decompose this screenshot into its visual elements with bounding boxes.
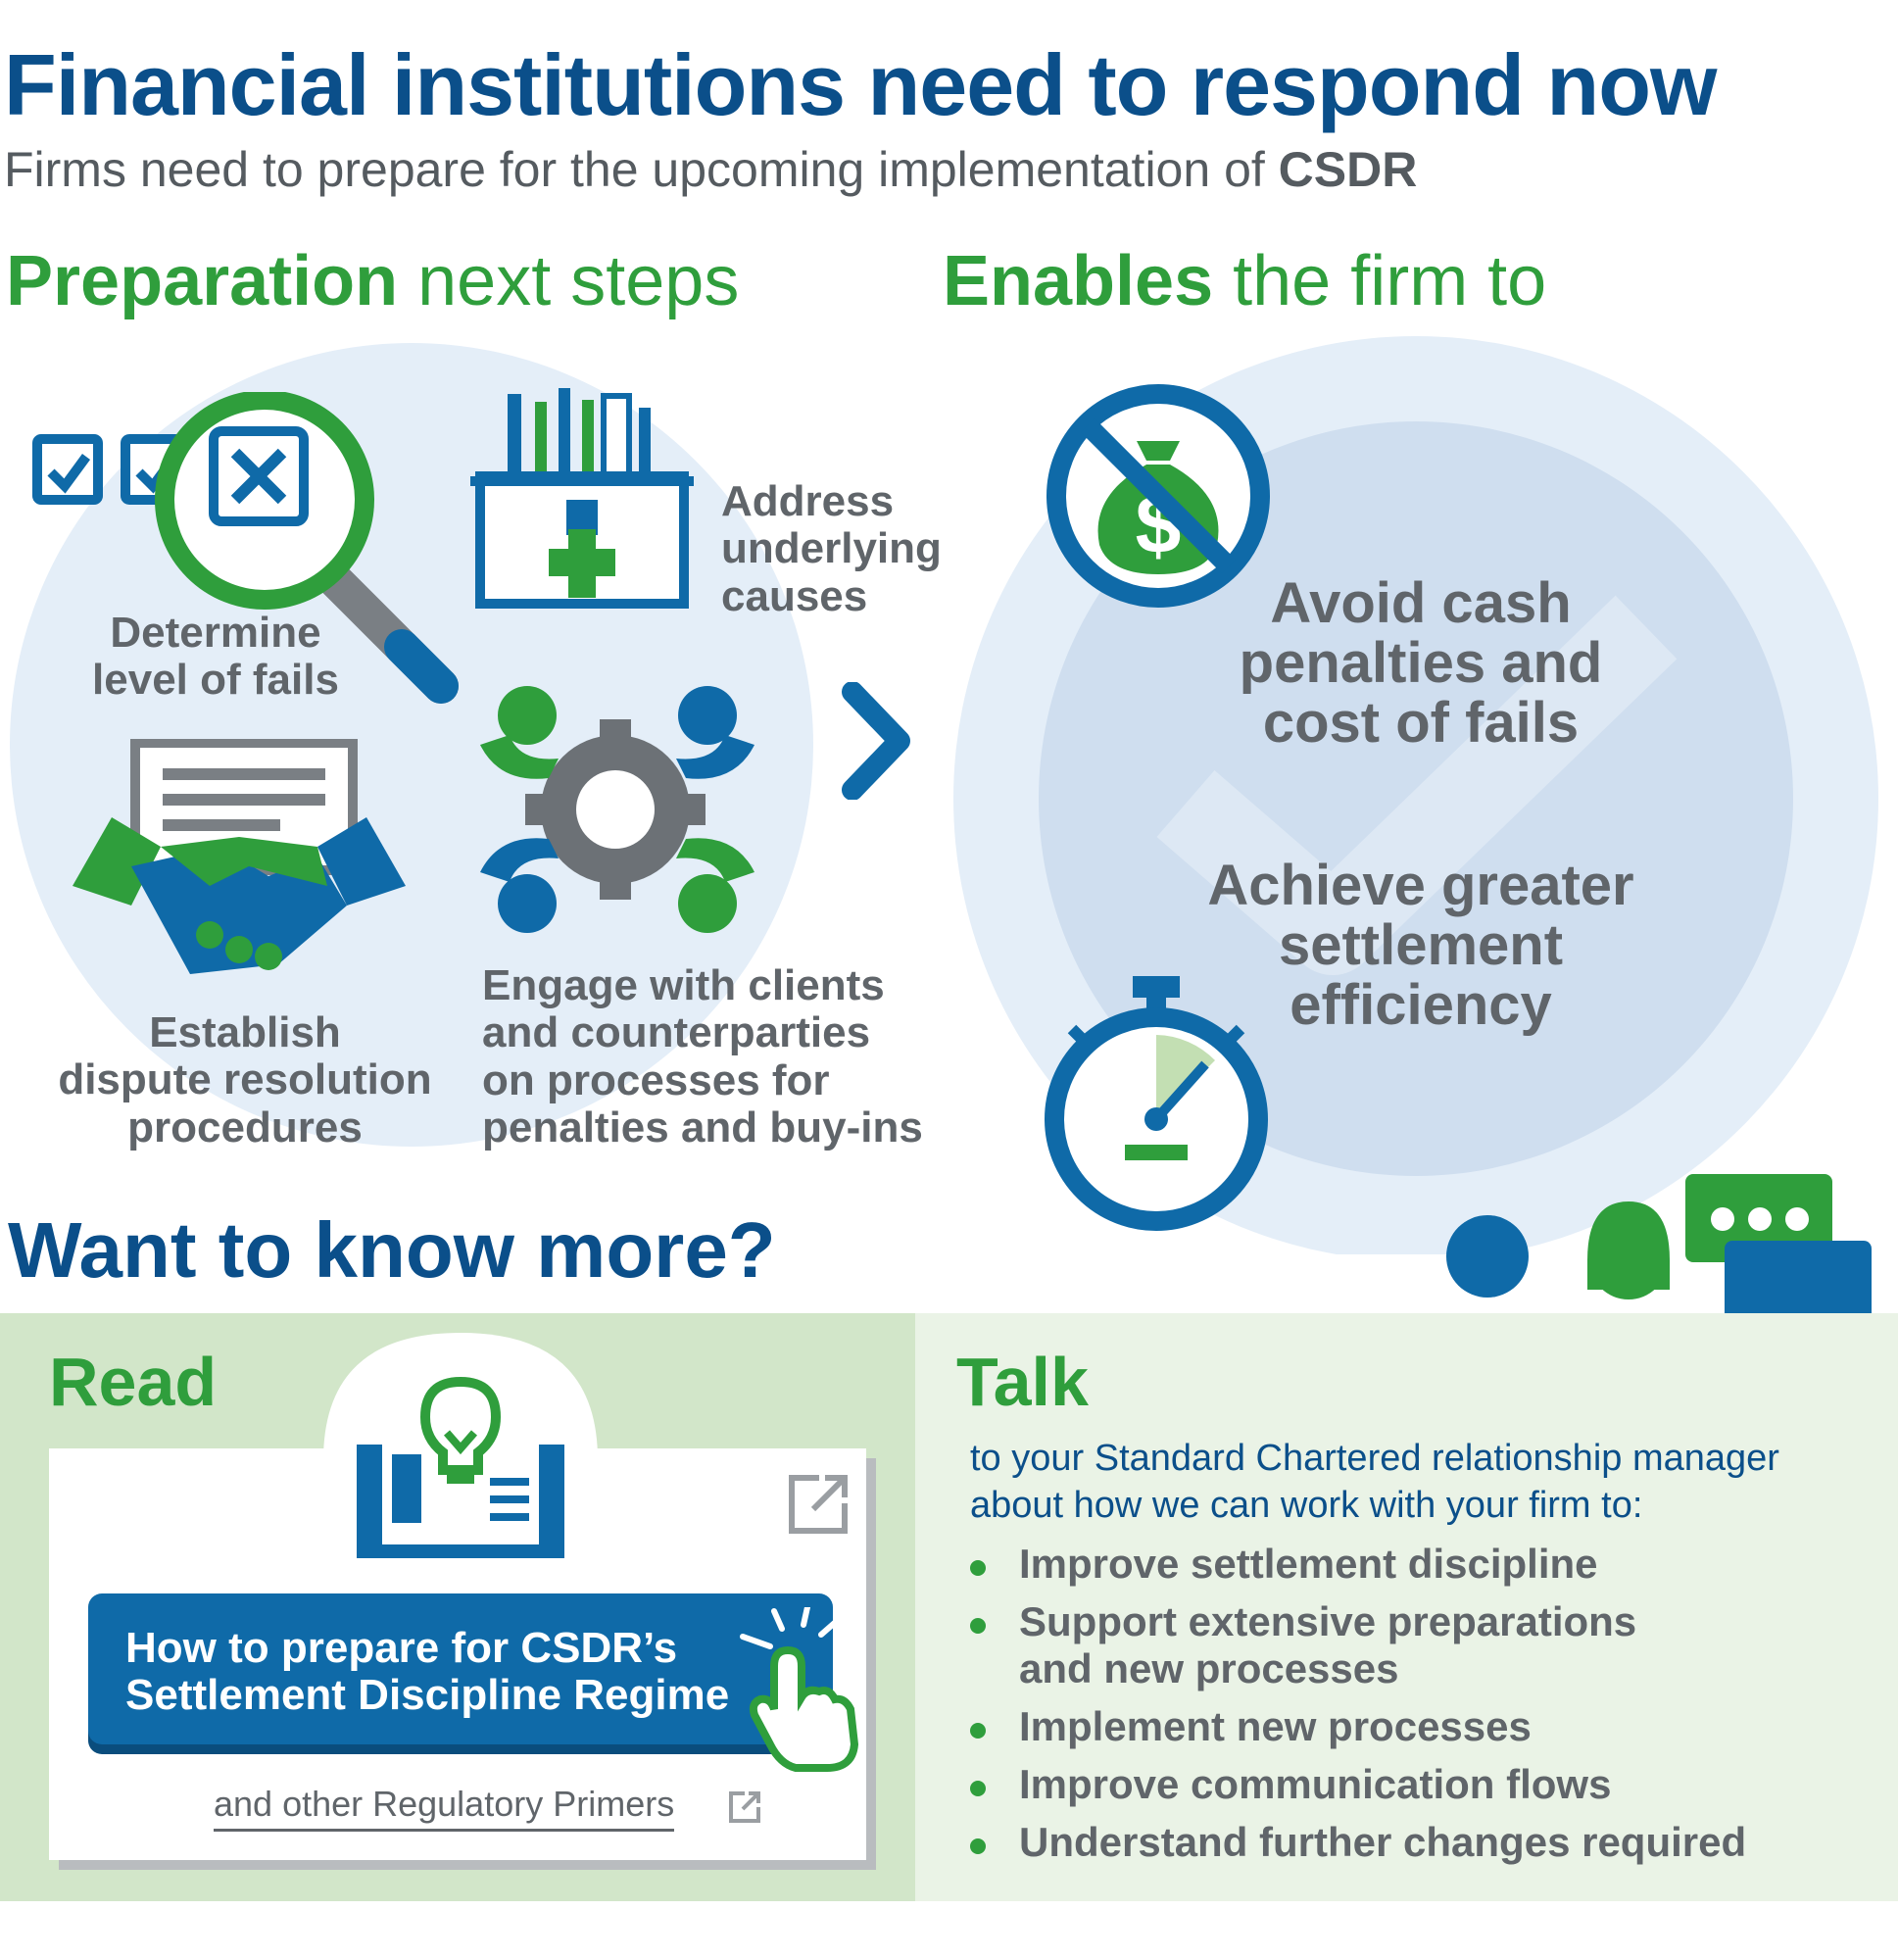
page-subtitle: Firms need to prepare for the upcoming i… — [4, 142, 1418, 197]
step-determine: Determine level of fails — [92, 609, 339, 705]
no-money-bag-icon: $ — [1046, 384, 1270, 608]
book-lightbulb-icon — [357, 1376, 564, 1558]
chevron-right-icon — [842, 682, 910, 800]
list-item: Implement new processes — [966, 1703, 1868, 1751]
talk-heading: Talk — [956, 1344, 1089, 1420]
toolkit-icon — [470, 388, 694, 609]
step-engage: Engage with clients and counterparties o… — [482, 961, 923, 1152]
hand-pointer-icon — [740, 1607, 859, 1772]
team-gear-icon — [480, 686, 754, 933]
handshake-icon — [73, 739, 406, 974]
enable-achieve: Achieve greater settlement efficiency — [1207, 854, 1634, 1037]
step-establish: Establish dispute resolution procedures — [58, 1008, 432, 1152]
talk-panel — [915, 1313, 1898, 1901]
read-heading: Read — [49, 1344, 218, 1420]
list-item: Improve communication flows — [966, 1761, 1868, 1809]
list-item: Improve settlement discipline — [966, 1541, 1868, 1589]
csdr-guide-button[interactable]: How to prepare for CSDR’s Settlement Dis… — [88, 1593, 833, 1744]
enables-heading: Enables the firm to — [943, 242, 1547, 320]
stopwatch-icon — [1045, 976, 1268, 1231]
small-external-link-icon[interactable] — [725, 1788, 764, 1827]
talk-intro: to your Standard Chartered relationship … — [970, 1438, 1779, 1527]
enable-avoid: Avoid cash penalties and cost of fails — [1239, 571, 1603, 755]
external-link-icon[interactable] — [784, 1470, 852, 1539]
talk-bullet-list: Improve settlement discipline Support ex… — [966, 1541, 1868, 1876]
checklist-magnifier-icon — [32, 392, 459, 704]
regulatory-primers-link[interactable]: and other Regulatory Primers — [214, 1784, 675, 1832]
preparation-heading: Preparation next steps — [6, 242, 740, 320]
step-address: Address underlying causes — [721, 477, 942, 620]
want-to-know-more-heading: Want to know more? — [8, 1206, 776, 1294]
page-title: Financial institutions need to respond n… — [4, 36, 1717, 133]
list-item: Understand further changes required — [966, 1819, 1868, 1867]
